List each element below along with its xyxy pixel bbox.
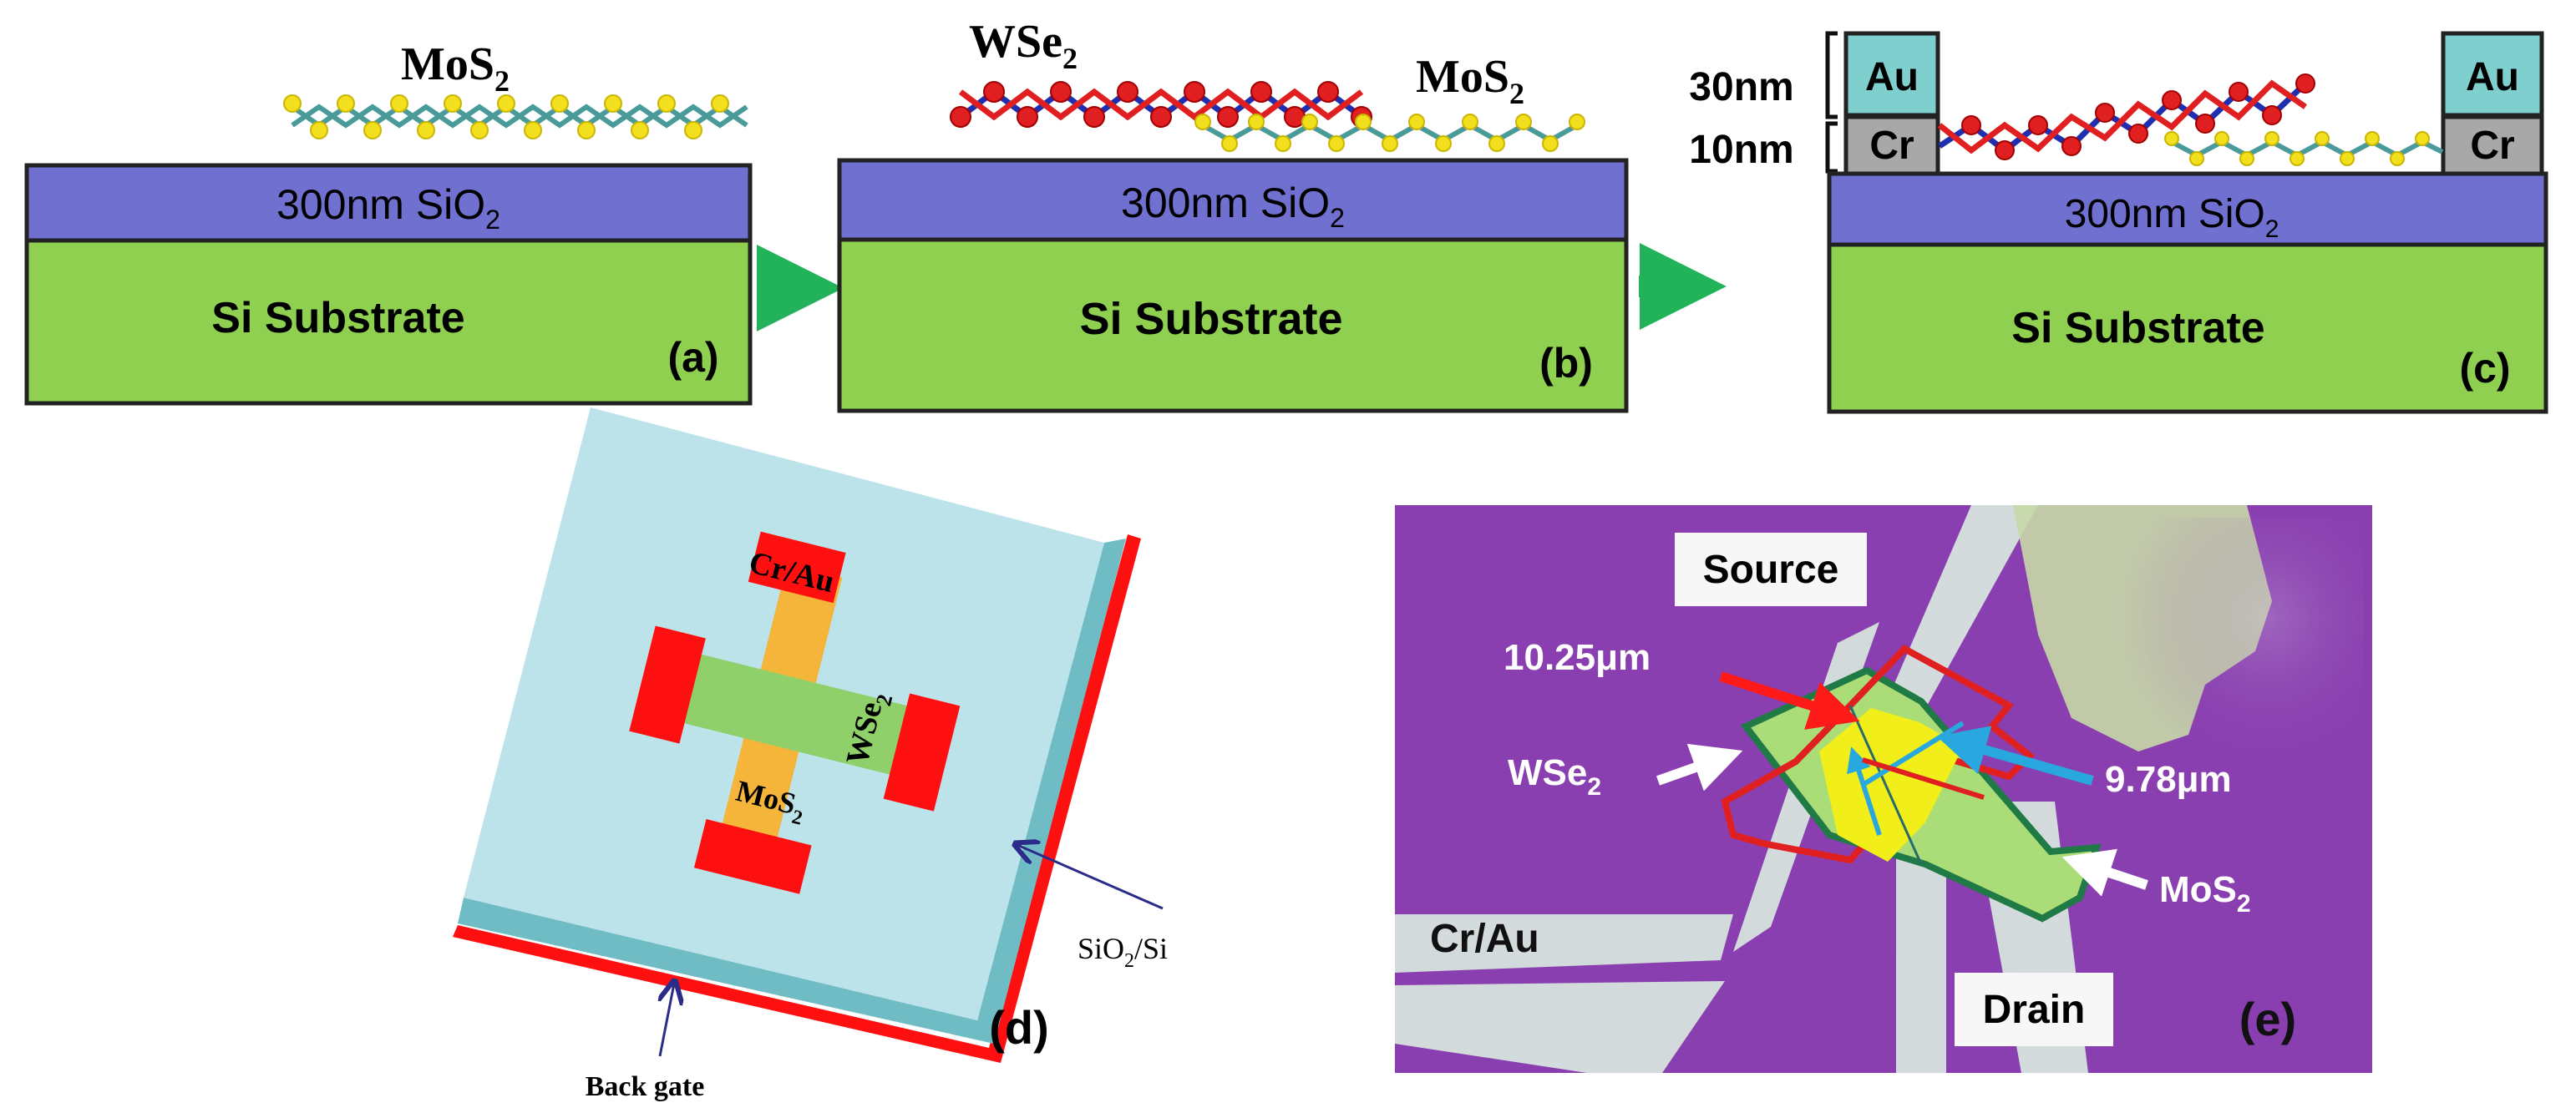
oxide-label-b: 300nm SiO2: [1121, 180, 1345, 233]
oxide-label-c: 300nm SiO2: [2065, 192, 2279, 243]
length2-label: 9.78μm: [2105, 759, 2232, 800]
wse2-label-e: WSe2: [1508, 752, 1601, 801]
gate-pointer: [660, 984, 674, 1057]
au-left: [1843, 31, 1940, 118]
au-bracket: [1825, 31, 1838, 119]
cr-left-label: Cr: [1869, 124, 1914, 168]
substrate-layer-b: [837, 237, 1629, 413]
electrode-bottom: [693, 819, 812, 894]
flake-edge-line: [1848, 705, 1923, 865]
substrate-layer-c: [1827, 242, 2548, 414]
substrate-label-a: Si Substrate: [211, 294, 464, 342]
electrode-left: [629, 625, 706, 744]
mos2-label-b: MoS2: [1416, 51, 1524, 110]
cyan-measure-arrow: [1847, 746, 1882, 836]
oxide-layer-b: [837, 158, 1629, 242]
substrate-label-c: Si Substrate: [2011, 304, 2264, 352]
sio2-pointer: [1017, 845, 1164, 910]
mos2-label-a: MoS2: [401, 38, 510, 98]
mos2-arrow-e: [2061, 848, 2148, 897]
cr-right: [2441, 114, 2544, 176]
wse2-chain-b: [950, 81, 1372, 128]
length1-label: 10.25μm: [1504, 637, 1651, 678]
length2-arrow: [1936, 726, 2094, 786]
panel-label-d: (d): [989, 1001, 1049, 1054]
length1-arrow: [1719, 671, 1860, 730]
oxide-layer-a: [24, 163, 753, 243]
source-box: [1675, 533, 1867, 606]
panel-e: Source Drain Cr/Au 10.25μm 9.78μm WSe2 M…: [1395, 505, 2372, 1073]
oxide-label-a: 300nm SiO2: [276, 181, 500, 235]
mos2-chain-b: [1194, 114, 1585, 152]
panel-a: MoS2 300nm SiO2 Si Substrate (a): [24, 38, 753, 406]
cr-bracket: [1825, 121, 1838, 174]
sio2-si-label: SiO2/Si: [1078, 932, 1168, 972]
device-cross: [629, 531, 961, 894]
wse2-arrow-e: [1656, 743, 1743, 792]
wse2-flake-d: [662, 649, 923, 779]
electrode-top: [748, 531, 846, 604]
panel-b: WSe2 MoS2 300nm SiO2 Si Substrate (b): [837, 16, 1629, 413]
panel-label-b: (b): [1539, 340, 1593, 387]
wse2-label-b: WSe2: [969, 16, 1078, 75]
au-right-label: Au: [2466, 55, 2519, 99]
panel-label-a: (a): [667, 334, 718, 381]
panel-label-e: (e): [2239, 993, 2296, 1045]
back-gate-label: Back gate: [586, 1071, 705, 1102]
au-right: [2441, 31, 2544, 118]
mos2-chain-a: [283, 94, 748, 139]
wse2-chain-c: [1937, 73, 2315, 160]
panel-d: Cr/Au MoS2 WSe2 SiO2/Si Back gate (d): [453, 407, 1168, 1102]
cr-au-label-e: Cr/Au: [1430, 917, 1539, 961]
drain-box: [1955, 973, 2113, 1046]
cr-right-label: Cr: [2470, 124, 2514, 168]
au-left-label: Au: [1865, 55, 1919, 99]
substrate-layer-a: [24, 238, 753, 406]
panel-label-c: (c): [2459, 345, 2510, 392]
oxide-layer-c: [1827, 171, 2548, 247]
au-thickness: 30nm: [1689, 65, 1793, 109]
panel-c: 30nm 10nm Au Cr Au Cr: [1689, 31, 2548, 414]
mos2-chain-c: [2164, 131, 2444, 166]
electrode-right: [883, 693, 961, 812]
red-measure-line: [1862, 757, 1985, 800]
cr-thickness: 10nm: [1689, 128, 1793, 172]
mos2-label-e: MoS2: [2159, 869, 2251, 918]
source-label: Source: [1703, 548, 1839, 592]
substrate-label-b: Si Substrate: [1079, 294, 1342, 344]
micrograph-glow: [2122, 518, 2364, 768]
drain-label: Drain: [1983, 988, 2086, 1032]
